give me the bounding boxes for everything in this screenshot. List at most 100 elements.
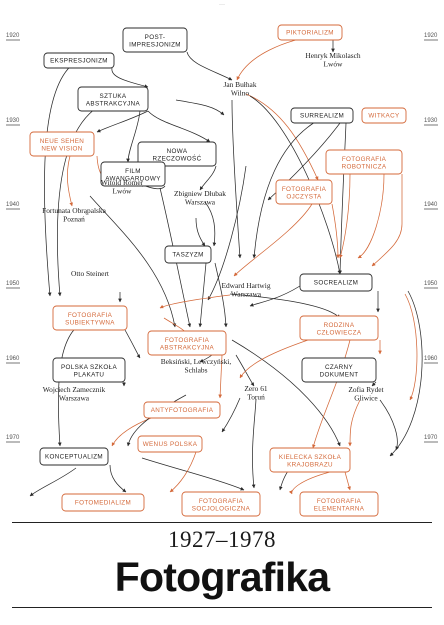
movement-label: FOTOMEDIALIZM xyxy=(75,500,131,507)
movement-label: PLAKATU xyxy=(74,371,105,378)
movement-label: ABSTRAKCYJNA xyxy=(86,100,141,107)
connection-arrow xyxy=(338,122,347,275)
connection-arrow xyxy=(141,457,245,491)
page-title: Fotografika xyxy=(114,554,330,600)
movement-label: FOTOGRAFIA xyxy=(282,186,327,193)
movement-box xyxy=(325,149,403,175)
movement-node-pikt: PIKTORIALIZM xyxy=(277,24,343,41)
year-label-right: 1930 xyxy=(424,118,438,124)
connection-arrow xyxy=(214,262,228,328)
connection-arrow xyxy=(124,329,141,359)
year-label-left: 1920 xyxy=(6,33,20,39)
movement-box xyxy=(137,435,203,453)
connection-arrow xyxy=(231,99,242,259)
bottom-divider xyxy=(12,607,432,608)
movement-label: ABSTRAKCYJNA xyxy=(160,344,215,351)
movement-box xyxy=(164,245,212,264)
movement-box xyxy=(43,52,115,69)
nodes: POST-IMPRESJONIZM PIKTORIALIZM EKSPRESJONI… xyxy=(29,24,407,517)
movement-label: ROBOTNICZA xyxy=(342,163,387,170)
movement-box xyxy=(299,273,373,292)
movement-box xyxy=(77,86,149,112)
movement-label: OJCZYSTA xyxy=(286,193,322,200)
person-text: Warszawa xyxy=(59,394,90,403)
year-label-right: 1970 xyxy=(424,435,438,441)
movement-node-socreal: SOCREALIZM xyxy=(299,273,373,292)
top-marker: ··· xyxy=(219,2,225,8)
person-label-beks: Beksiński, Lewczyński,Schlabs xyxy=(161,357,232,375)
connection-arrow xyxy=(111,67,149,88)
person-label-steinert: Otto Steinert xyxy=(71,269,110,278)
movement-box xyxy=(143,401,221,419)
movement-label: IMPRESJONIZM xyxy=(129,41,181,48)
person-text: Otto Steinert xyxy=(71,269,110,278)
connection-arrow xyxy=(245,93,319,181)
year-label-right: 1940 xyxy=(424,202,438,208)
person-text: Witold Romer xyxy=(101,178,144,187)
movement-box xyxy=(277,24,343,41)
movement-node-wenus: WENUS POLSKA xyxy=(137,435,203,453)
connection-arrow xyxy=(195,217,206,247)
movement-label: FOTOGRAFIA xyxy=(342,156,387,163)
connection-arrow xyxy=(229,293,341,319)
connection-arrow xyxy=(198,262,207,328)
movement-box xyxy=(299,491,379,517)
connection-arrow xyxy=(169,451,197,493)
person-text: Lwów xyxy=(324,60,344,69)
movement-node-ekspr: EKSPRESJONIZM xyxy=(43,52,115,69)
movement-label: SOCJOLOGICZNA xyxy=(192,505,251,512)
movement-label: TASZYZM xyxy=(172,252,203,259)
connection-arrow xyxy=(29,467,77,497)
movement-label: FOTOGRAFIA xyxy=(165,337,210,344)
person-text: Warszawa xyxy=(231,290,262,299)
movement-box xyxy=(301,357,377,383)
year-label-left: 1970 xyxy=(6,435,20,441)
connection-arrow xyxy=(231,339,341,447)
movement-box xyxy=(122,27,188,53)
movement-label: SZTUKA xyxy=(100,93,127,100)
person-text: Poznań xyxy=(63,215,85,224)
person-text: Zero 61 xyxy=(244,384,267,393)
movement-box xyxy=(290,107,354,124)
connection-arrow xyxy=(371,174,403,267)
person-text: Gliwice xyxy=(354,394,378,403)
year-label-right: 1960 xyxy=(424,356,438,362)
movement-label: EKSPRESJONIZM xyxy=(50,58,108,65)
movement-label: NOWA xyxy=(167,148,188,155)
movement-box xyxy=(137,141,217,167)
person-text: Edward Hartwig xyxy=(221,281,270,290)
connection-arrow xyxy=(233,203,313,277)
year-label-right: 1950 xyxy=(424,281,438,287)
movement-box xyxy=(100,161,166,187)
connection-arrow xyxy=(204,201,217,247)
person-text: Wojciech Zamecznik xyxy=(43,385,106,394)
connection-arrow xyxy=(252,117,323,259)
movement-box xyxy=(29,131,95,157)
connection-arrow xyxy=(389,290,423,457)
connection-arrow xyxy=(89,195,177,328)
connection-arrow xyxy=(348,399,361,447)
year-label-left: 1930 xyxy=(6,118,20,124)
movement-label: KIELECKA SZKOŁA xyxy=(279,454,342,461)
movement-label: POST- xyxy=(145,34,166,41)
year-label-left: 1940 xyxy=(6,202,20,208)
top-divider xyxy=(12,522,432,523)
connection-arrow xyxy=(199,165,217,191)
movement-label: ANTYFOTOGRAFIA xyxy=(151,407,214,414)
movement-box xyxy=(269,447,351,473)
